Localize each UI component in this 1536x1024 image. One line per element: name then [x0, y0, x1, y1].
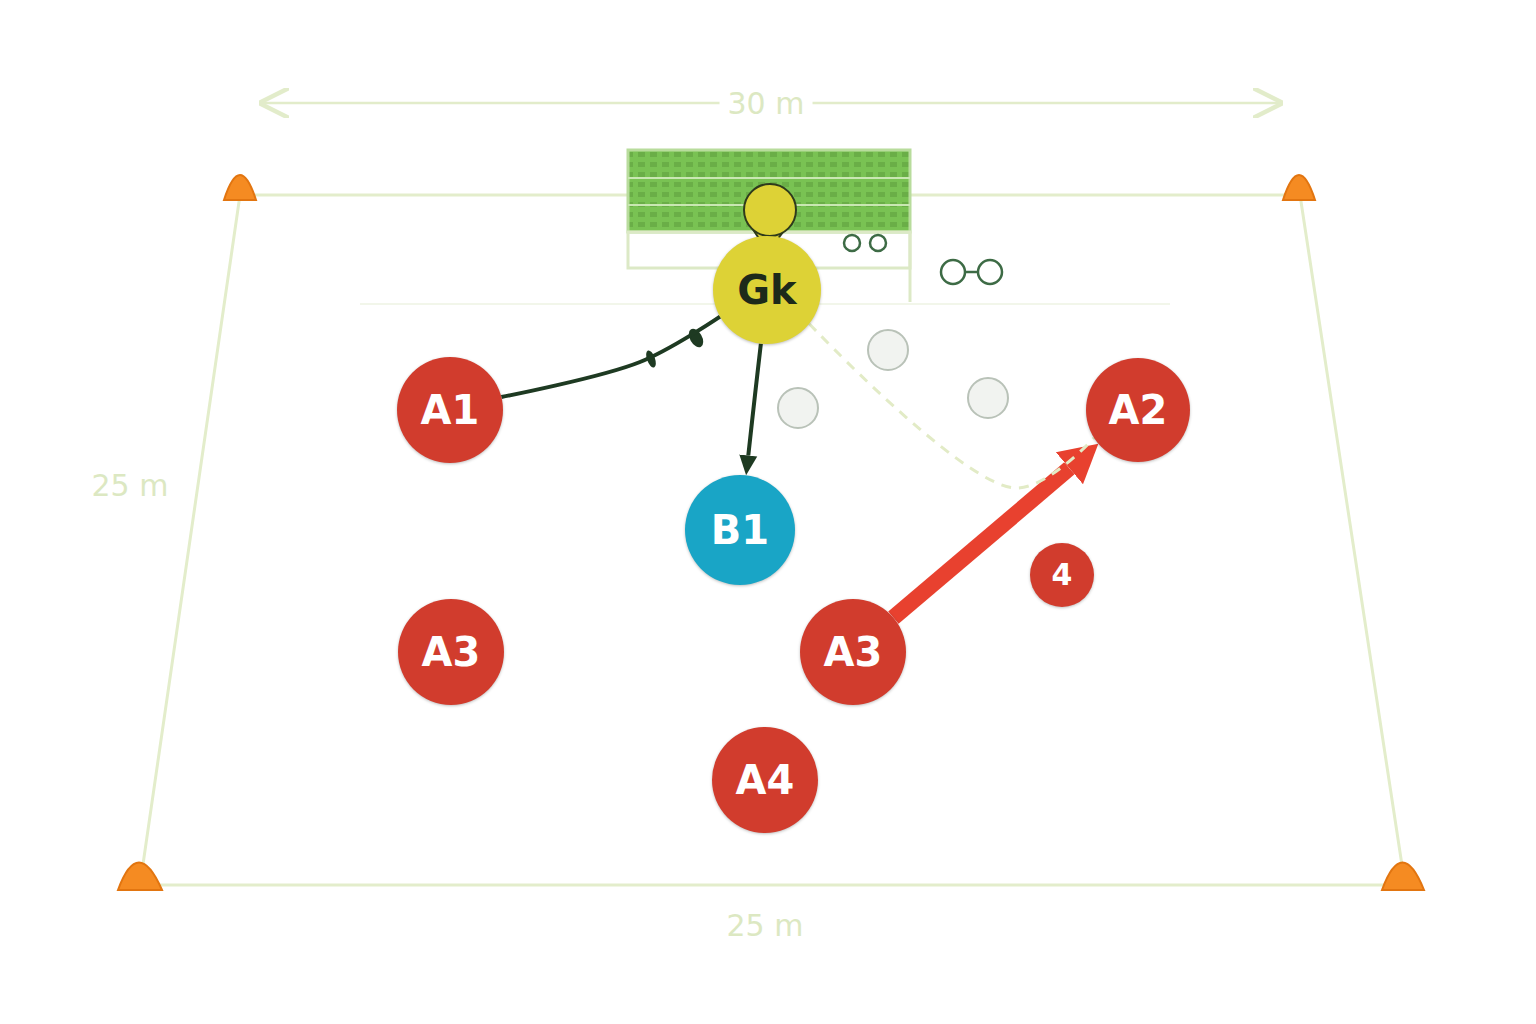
- cone: [118, 175, 1424, 890]
- node-text: A1: [421, 389, 480, 431]
- dimension-label: 25 m: [84, 468, 177, 503]
- equipment-icon: [844, 235, 1002, 284]
- player-marker: A2: [1086, 358, 1190, 462]
- pass-line: [748, 344, 761, 456]
- defender-marker: B1: [685, 475, 795, 585]
- node-text: A3: [824, 631, 883, 673]
- step-number: 4: [1030, 543, 1094, 607]
- node-text: A4: [736, 759, 795, 801]
- player-marker: A1: [397, 357, 503, 463]
- dimension-label: 30 m: [720, 86, 813, 121]
- player-marker: A4: [712, 727, 818, 833]
- node-text: 4: [1052, 559, 1073, 591]
- dimension-label: 25 m: [719, 908, 812, 943]
- run-arrow: [893, 468, 1069, 617]
- goalkeeper-marker: Gk: [713, 236, 821, 344]
- node-text: A3: [422, 631, 481, 673]
- pass-path: [809, 324, 1094, 488]
- node-text: Gk: [737, 269, 796, 311]
- player-marker: A3: [398, 599, 504, 705]
- field-outline: [140, 195, 1405, 885]
- pass-line: [501, 317, 720, 397]
- node-text: A2: [1109, 389, 1168, 431]
- ball: [778, 330, 1008, 428]
- player-marker: A3: [800, 599, 906, 705]
- node-text: B1: [711, 509, 769, 551]
